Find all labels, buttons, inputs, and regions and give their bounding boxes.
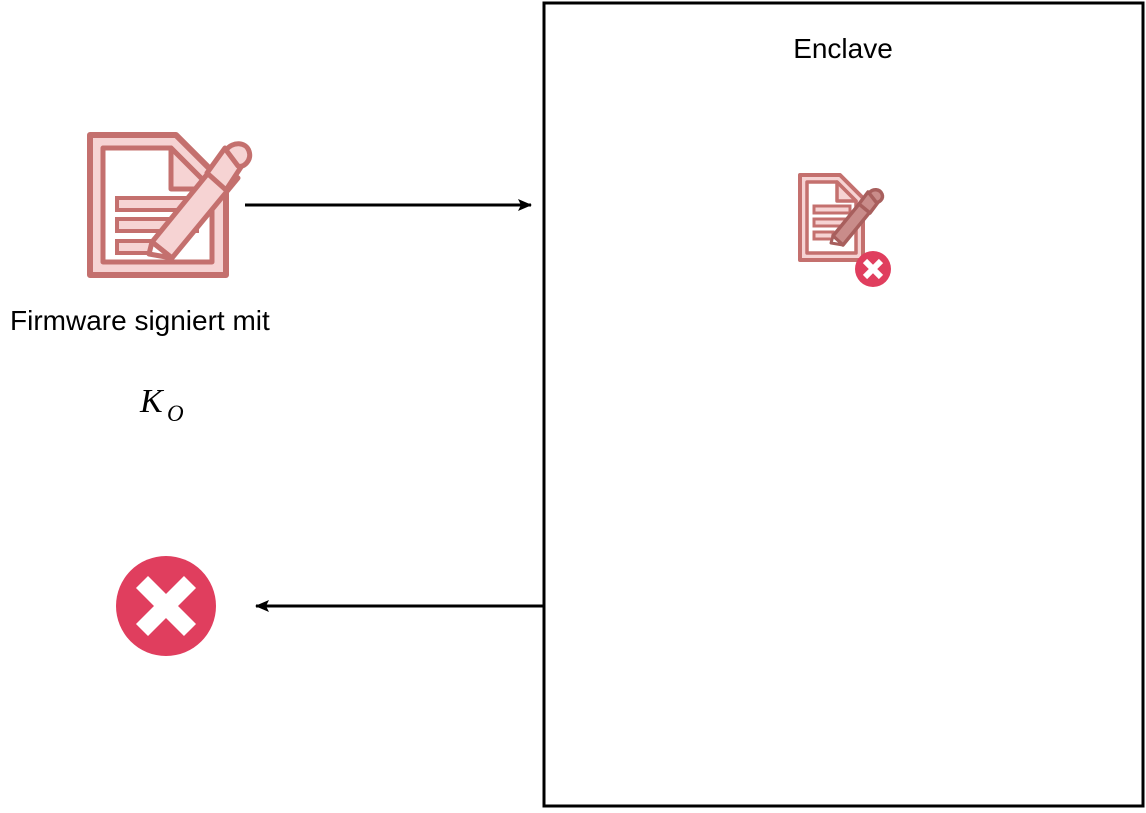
key-symbol-subscript: O [167, 401, 184, 426]
signed-document-icon [87, 132, 253, 278]
error-circle-x [116, 556, 216, 656]
enclave-box [542, 1, 1145, 808]
firmware-caption: Firmware signiert mit [10, 305, 270, 336]
signed-document-rejected-icon [798, 173, 891, 287]
pen-icon [146, 141, 253, 261]
doc-line-3 [812, 230, 835, 241]
pen-icon [829, 188, 885, 247]
error-x-badge [855, 251, 891, 287]
doc-line-1 [812, 204, 852, 215]
key-symbol: K O [139, 383, 184, 426]
key-symbol-base: K [139, 383, 165, 420]
enclave-title: Enclave [793, 33, 893, 64]
